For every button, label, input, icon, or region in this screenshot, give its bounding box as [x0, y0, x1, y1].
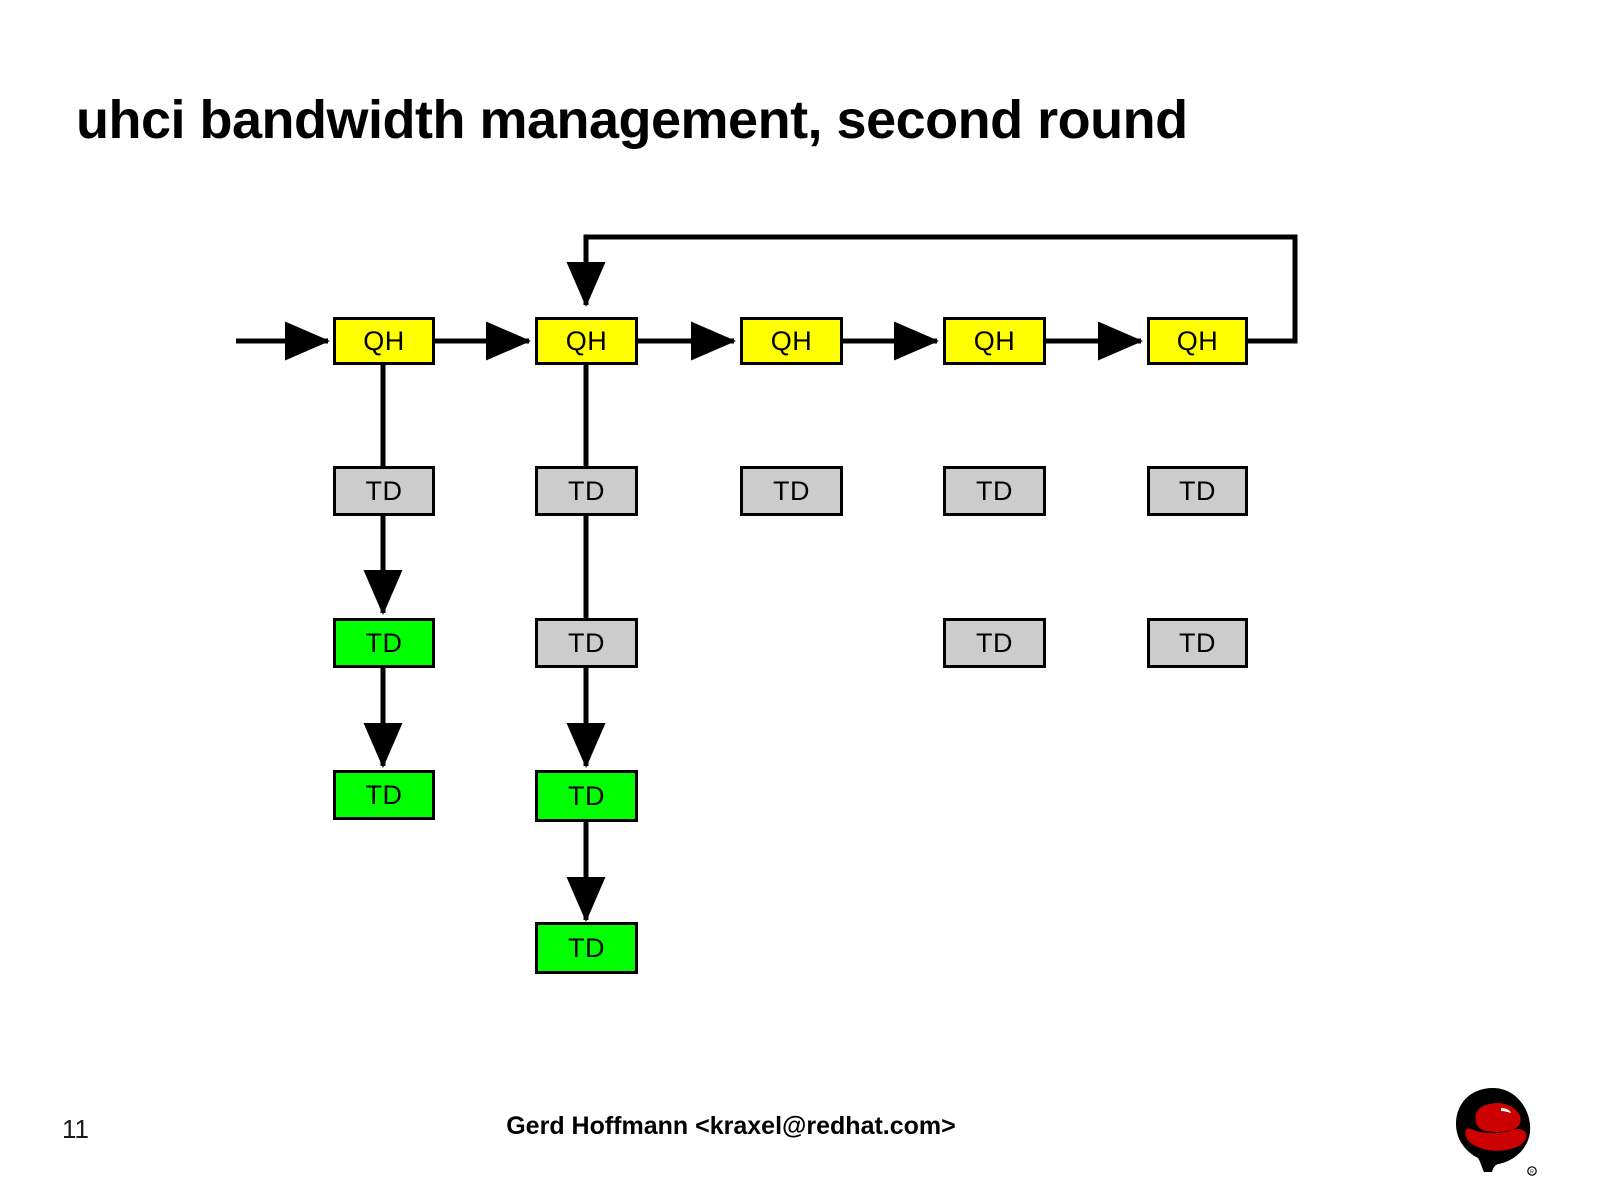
loopback-path: [566, 234, 1298, 344]
qh-node-3[interactable]: QH: [740, 317, 843, 365]
td-node-c3-r1-label: TD: [773, 475, 810, 506]
td-node-c1-r1[interactable]: TD: [333, 466, 435, 516]
td-node-c1-r2[interactable]: TD: [333, 618, 435, 668]
redhat-shadowman-icon: R: [1448, 1084, 1540, 1180]
td-node-c2-r4-label: TD: [568, 932, 605, 963]
td-node-c4-r1-label: TD: [976, 475, 1013, 506]
qh-node-1-label: QH: [363, 325, 405, 356]
td-node-c3-r1[interactable]: TD: [740, 466, 843, 516]
td-node-c2-r2-label: TD: [568, 627, 605, 658]
td-node-c1-r3[interactable]: TD: [333, 770, 435, 820]
td-node-c5-r1-label: TD: [1179, 475, 1216, 506]
td-node-c2-r3[interactable]: TD: [535, 770, 638, 822]
td-node-c2-r3-label: TD: [568, 780, 605, 811]
td-node-c1-r2-label: TD: [365, 627, 403, 658]
td-node-c5-r2-label: TD: [1179, 627, 1216, 658]
td-node-c2-r1[interactable]: TD: [535, 466, 638, 516]
qh-node-4-label: QH: [973, 325, 1016, 356]
page-title: uhci bandwidth management, second round: [76, 90, 1188, 150]
td-node-c2-r4[interactable]: TD: [535, 922, 638, 974]
svg-text:R: R: [1530, 1170, 1534, 1176]
td-node-c2-r1-label: TD: [568, 475, 605, 506]
td-node-c1-r1-label: TD: [365, 475, 403, 506]
footer-page-number: 11: [62, 1114, 89, 1144]
td-node-c4-r2-label: TD: [976, 627, 1013, 658]
td-node-c4-r1[interactable]: TD: [943, 466, 1046, 516]
td-node-c5-r1[interactable]: TD: [1147, 466, 1248, 516]
qh-node-2[interactable]: QH: [535, 317, 638, 365]
td-node-c2-r2[interactable]: TD: [535, 618, 638, 668]
footer-author: Gerd Hoffmann <kraxel@redhat.com>: [506, 1112, 956, 1140]
td-node-c5-r2[interactable]: TD: [1147, 618, 1248, 668]
qh-node-2-label: QH: [565, 325, 608, 356]
qh-node-3-label: QH: [770, 325, 813, 356]
qh-node-5[interactable]: QH: [1147, 317, 1248, 365]
td-node-c1-r3-label: TD: [365, 779, 403, 810]
td-node-c4-r2[interactable]: TD: [943, 618, 1046, 668]
qh-node-4[interactable]: QH: [943, 317, 1046, 365]
qh-node-1[interactable]: QH: [333, 317, 435, 365]
qh-node-5-label: QH: [1176, 325, 1219, 356]
